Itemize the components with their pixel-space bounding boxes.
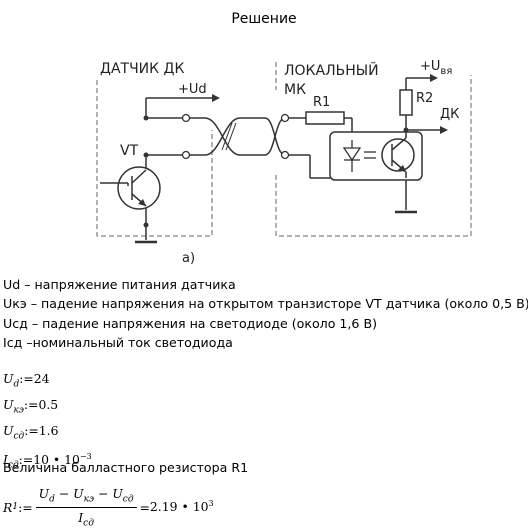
sensor-wiring	[100, 97, 212, 244]
value-row: Uсд:=1.6	[3, 422, 59, 442]
definition-line: Iсд –номинальный ток светодиода	[3, 335, 233, 351]
r2-label: R2	[416, 91, 433, 106]
output-arrow	[440, 126, 448, 134]
mc-supply-label: +Uвя	[420, 59, 452, 77]
resistor-r2	[399, 89, 413, 116]
page-title: Решение	[231, 11, 297, 27]
mc-frame	[275, 62, 472, 237]
formula-fraction: Ud − Uкэ − Uсд Iсд	[35, 486, 137, 528]
vt-emitter-arrow	[138, 199, 146, 206]
formula-denominator: Iсд	[78, 509, 94, 528]
phototransistor-arrow	[398, 165, 406, 172]
circuit-schematic: ДАТЧИК ДК +Ud VT ЛОКАЛЬНЫЙ МК +Uвя R1 R2…	[96, 59, 472, 266]
junction-dots	[143, 115, 149, 228]
resistor-r1	[305, 111, 345, 125]
definitions-list: Ud – напряжение питания датчика Uкэ – па…	[3, 275, 528, 353]
definition-line: Ud – напряжение питания датчика	[3, 277, 236, 292]
optocoupler-body	[329, 131, 423, 181]
value-row: Uкэ:=0.5	[3, 396, 59, 416]
twisted-pair-cable	[190, 117, 286, 156]
mc-terminals	[280, 113, 290, 160]
definition-line: Uкэ – падение напряжения на открытом тра…	[3, 296, 528, 312]
mc-label-line1: ЛОКАЛЬНЫЙ	[284, 61, 379, 79]
output-label: ДК	[440, 107, 459, 122]
transistor-vt-symbol	[117, 166, 161, 210]
supply-arrow	[212, 94, 220, 102]
r1-label: R1	[313, 95, 330, 110]
formula-numerator: Ud − Uкэ − Uсд	[35, 486, 137, 508]
value-row: Iсд:=10 • 10−3	[3, 451, 92, 471]
value-row: Ud:=24	[3, 371, 50, 390]
supply-label: +Ud	[178, 82, 207, 97]
mc-label-line2: МК	[284, 82, 306, 98]
definition-line: Uсд – падение напряжения на светодиоде (…	[3, 315, 377, 331]
led-icon	[342, 140, 376, 172]
given-values: Ud:=24 Uкэ:=0.5 Uсд:=1.6 Iсд:=10 • 10−3	[3, 369, 92, 476]
sensor-terminals	[181, 113, 191, 160]
mc-supply-arrow	[430, 74, 438, 82]
section-title: Величина балластного резистора R1	[3, 460, 249, 475]
sensor-frame	[96, 80, 213, 237]
formula-result: 2.19 • 103	[149, 499, 214, 515]
figure-label: а)	[182, 251, 195, 266]
transistor-label: VT	[120, 143, 139, 159]
sensor-label: ДАТЧИК ДК	[100, 61, 184, 77]
